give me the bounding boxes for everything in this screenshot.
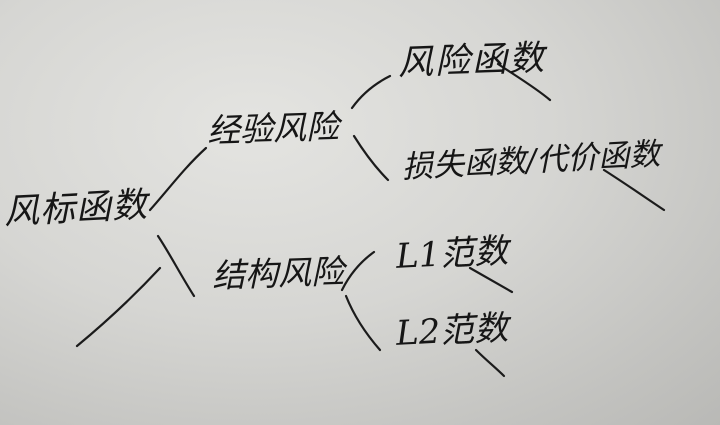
l1-norm-node-label: L1范数 xyxy=(395,231,510,277)
connector-root-to-empirical-risk xyxy=(148,146,208,212)
l2-norm-tail-stroke xyxy=(474,348,506,378)
risk-function-node-label: 风险函数 xyxy=(397,38,547,84)
structural-risk-node-label: 结构风险 xyxy=(211,251,345,296)
l2-norm-node-label: L2范数 xyxy=(395,308,510,354)
connector-root-to-structural-risk xyxy=(156,234,196,298)
empirical-risk-node-label: 经验风险 xyxy=(206,106,340,151)
l1-norm-tail-stroke xyxy=(468,266,514,294)
connector-structural-to-l2 xyxy=(344,294,382,352)
connector-root-down-stroke xyxy=(75,266,162,348)
risk-function-underline-stroke xyxy=(496,62,552,102)
connector-empirical-to-risk-function xyxy=(350,74,392,110)
connector-empirical-to-loss-function xyxy=(352,134,390,182)
root-node-label: 风标函数 xyxy=(3,185,149,233)
connector-structural-to-l1 xyxy=(340,250,376,292)
loss-function-tail-stroke xyxy=(602,168,666,212)
